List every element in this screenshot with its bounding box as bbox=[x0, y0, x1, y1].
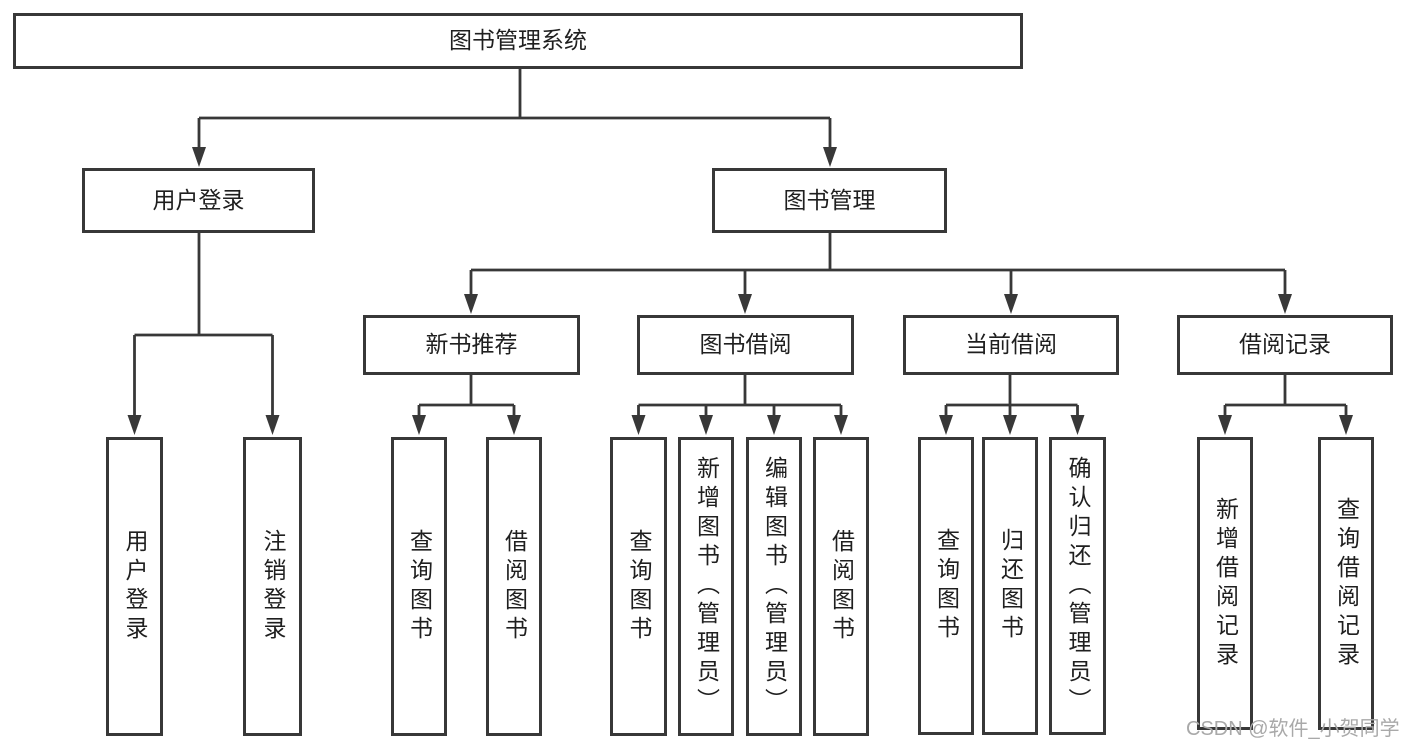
leaf-query-books-recommendation: 查询图书 bbox=[391, 437, 447, 736]
leaf-add-books-admin: 新增图书（管理员） bbox=[678, 437, 734, 736]
node-current-borrowing: 当前借阅 bbox=[903, 315, 1119, 375]
node-user-login: 用户登录 bbox=[82, 168, 315, 233]
leaf-borrow-books-recommendation: 借阅图书 bbox=[486, 437, 542, 736]
leaf-query-books-borrowing: 查询图书 bbox=[610, 437, 667, 736]
leaf-return-books: 归还图书 bbox=[982, 437, 1038, 735]
leaf-confirm-return-admin: 确认归还（管理员） bbox=[1049, 437, 1106, 735]
node-book-management: 图书管理 bbox=[712, 168, 947, 233]
leaf-query-borrow-record: 查询借阅记录 bbox=[1318, 437, 1374, 730]
node-borrowing-records: 借阅记录 bbox=[1177, 315, 1393, 375]
leaf-logout-login: 注销登录 bbox=[243, 437, 302, 736]
leaf-user-login: 用户登录 bbox=[106, 437, 163, 736]
leaf-query-books-current: 查询图书 bbox=[918, 437, 974, 735]
leaf-add-borrow-record: 新增借阅记录 bbox=[1197, 437, 1253, 730]
leaf-borrow-books-borrowing: 借阅图书 bbox=[813, 437, 869, 736]
node-book-borrowing: 图书借阅 bbox=[637, 315, 854, 375]
node-library-management-system: 图书管理系统 bbox=[13, 13, 1023, 69]
watermark-text: CSDN @软件_小贺同学 bbox=[1186, 718, 1400, 740]
node-new-book-recommendation: 新书推荐 bbox=[363, 315, 580, 375]
leaf-edit-books-admin: 编辑图书（管理员） bbox=[746, 437, 802, 736]
